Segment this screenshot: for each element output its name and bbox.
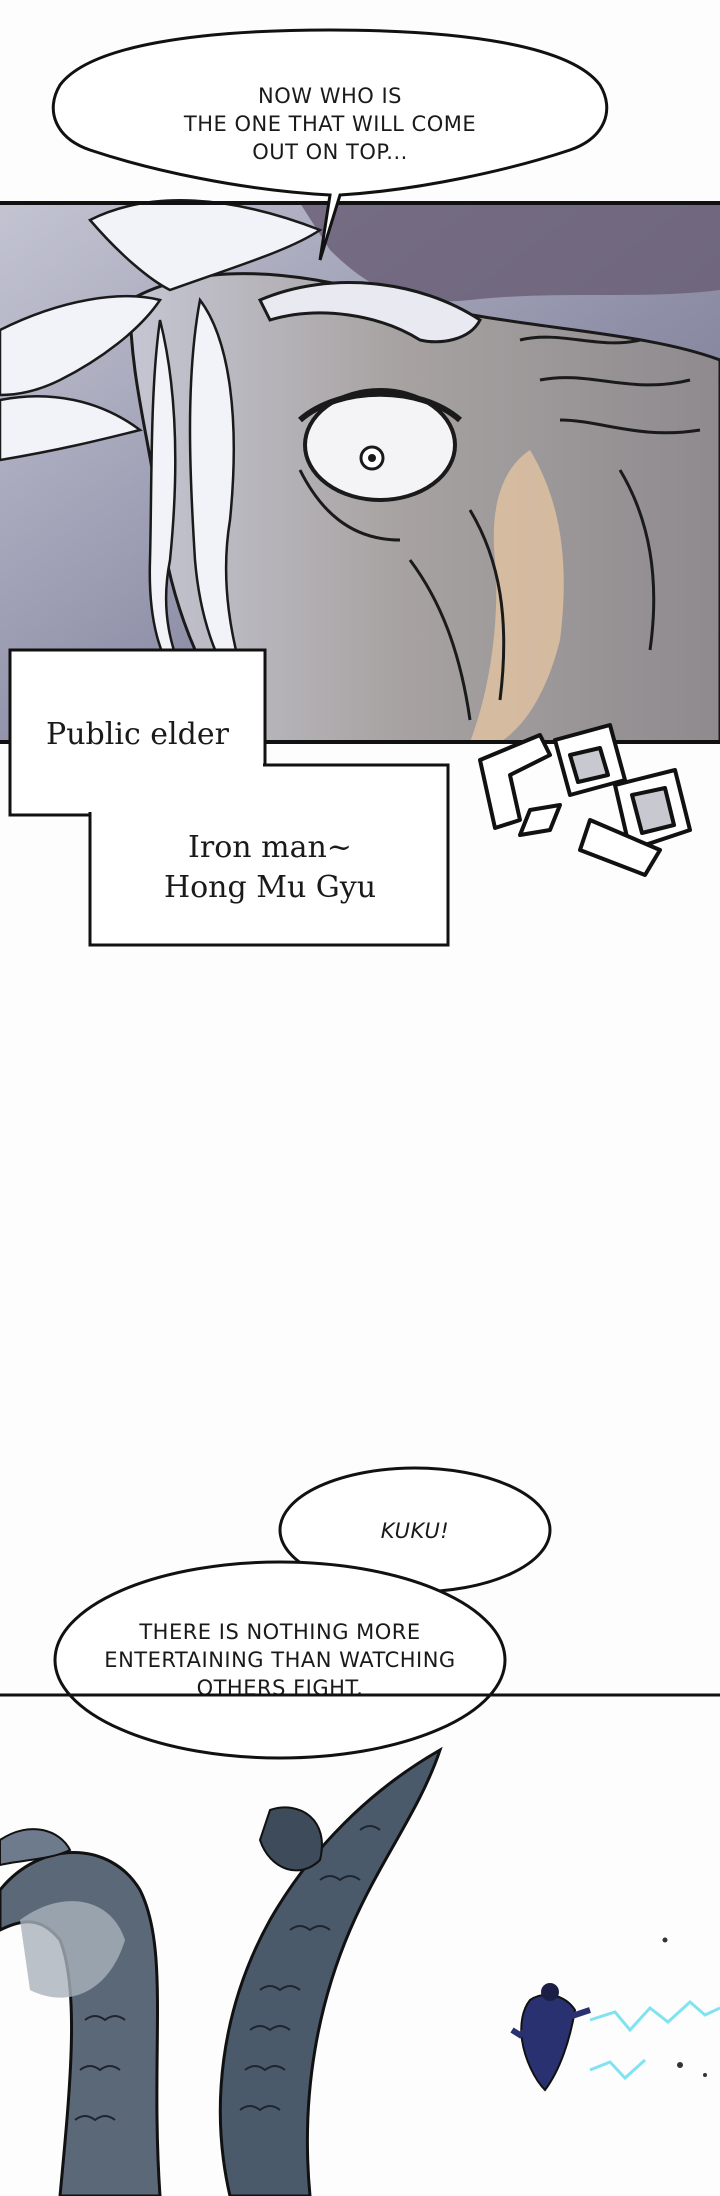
panel-dragon-scene <box>0 1693 720 2196</box>
lightning-bolt <box>589 1999 720 2033</box>
sound-effect-graphic <box>478 723 692 877</box>
eyebrow <box>257 281 482 344</box>
fighter-figure <box>510 1983 591 2092</box>
dragon-body <box>0 1746 443 2196</box>
cheek-highlight <box>470 450 564 742</box>
caption-character-name: Iron man~ Hong Mu Gyu <box>163 830 377 905</box>
lightning-bolt-lower <box>589 2058 647 2081</box>
bubble-large-shape <box>53 1560 507 1760</box>
caption-title: Public elder <box>46 717 229 752</box>
panel-elder-closeup <box>0 28 720 947</box>
caption-box-cover <box>12 740 263 812</box>
wrinkle-lines <box>298 335 701 721</box>
speech-bubble-text: NOW WHO IS THE ONE THAT WILL COME OUT ON… <box>183 84 477 164</box>
debris-particles <box>662 1937 707 2077</box>
speech-bubble-pair <box>53 1466 552 1760</box>
elder-eye <box>298 388 462 502</box>
hat-shape <box>300 203 720 302</box>
dragon-scales <box>74 1825 381 2122</box>
speech-bubble-shape <box>51 28 609 261</box>
bubble-small-text: KUKU! <box>380 1519 450 1543</box>
